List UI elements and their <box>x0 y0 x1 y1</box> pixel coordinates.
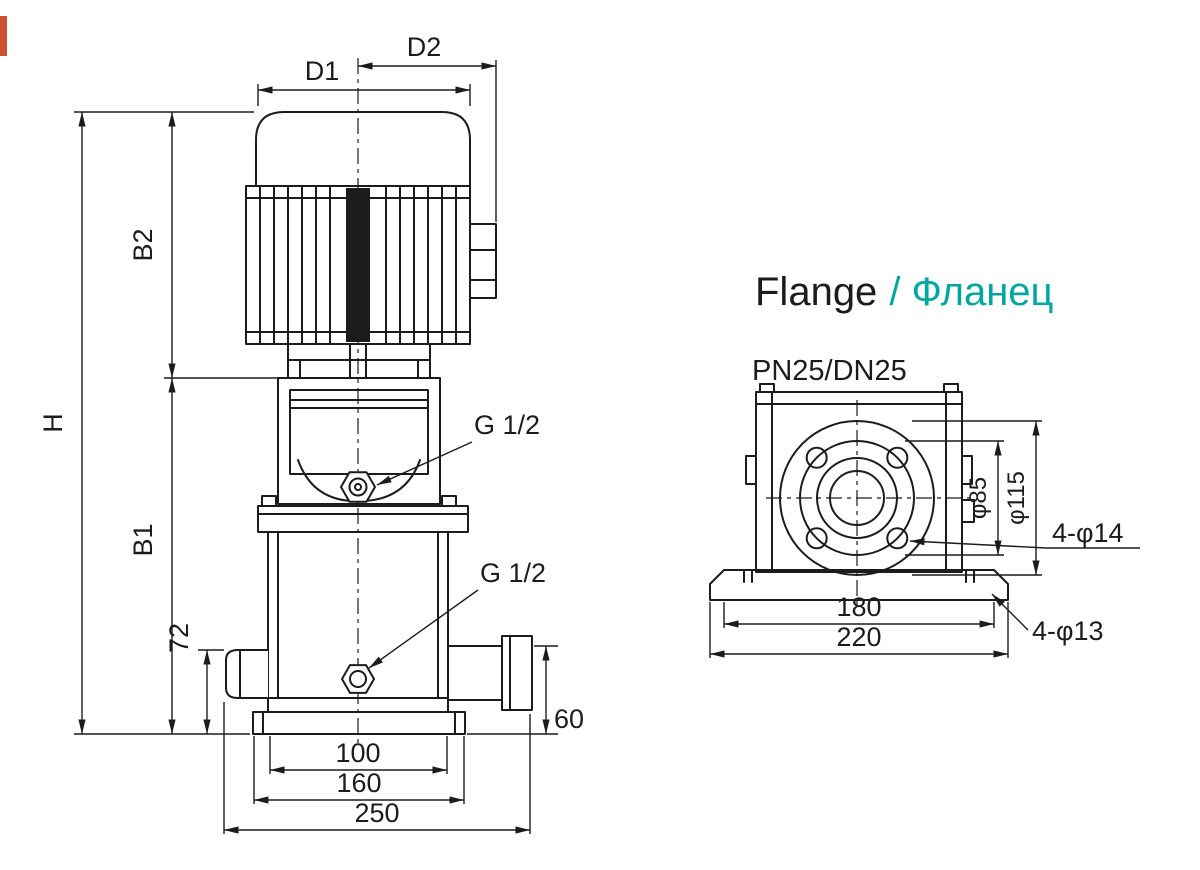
dim-4phi14-label: 4-φ14 <box>1052 518 1124 548</box>
flange-side-view: Flange / Фланец PN25/DN25 <box>709 270 1053 606</box>
bolt-holes-leader <box>909 538 1047 549</box>
flange-face <box>766 400 970 606</box>
g12-bottom-label: G 1/2 <box>480 558 546 588</box>
motor-stool <box>287 343 431 379</box>
terminal-box <box>469 223 497 299</box>
dim-phi85-label: φ85 <box>965 477 992 519</box>
dim-60-label: 60 <box>554 704 584 734</box>
bolt-hole <box>886 446 909 469</box>
dim-180-label: 180 <box>836 592 881 622</box>
pump-base <box>252 697 466 735</box>
bottom-port-hex <box>341 664 375 694</box>
dim-160-label: 160 <box>336 768 381 798</box>
dim-d1-label: D1 <box>305 56 340 86</box>
shaft-slat <box>346 188 370 342</box>
left-arc <box>297 459 353 502</box>
pump-front-view <box>225 58 533 744</box>
right-arc <box>363 459 421 502</box>
dim-72-label: 72 <box>164 623 194 653</box>
dim-220-label: 220 <box>836 622 881 652</box>
flange-view-dimensions: φ85 φ115 4-φ14 180 220 4-φ13 <box>709 420 1140 658</box>
left-edge-artifact <box>0 16 7 56</box>
dim-h-label: H <box>38 413 68 433</box>
bolt-hole <box>886 527 909 550</box>
motor-top-cap <box>255 111 471 187</box>
pump-flange-band <box>257 495 469 533</box>
top-port-hex <box>340 471 376 503</box>
flange-title-en: Flange <box>755 270 877 314</box>
motor-fin-block <box>245 185 471 345</box>
dim-b1-label: B1 <box>128 523 158 556</box>
dim-d2-label: D2 <box>407 32 442 62</box>
flange-title: Flange / Фланец <box>755 270 1053 314</box>
right-port <box>447 635 533 711</box>
dim-100-label: 100 <box>335 738 380 768</box>
flange-title-ru: / Фланец <box>889 270 1053 314</box>
g12-top-label: G 1/2 <box>474 410 540 440</box>
base-holes-leader <box>991 593 1029 631</box>
dim-b2-label: B2 <box>128 228 158 261</box>
dim-4phi13-label: 4-φ13 <box>1032 616 1104 646</box>
front-view-dimensions: D1 D2 H B2 B1 72 60 100 160 250 G 1/2 G … <box>38 32 584 834</box>
flange-standard-label: PN25/DN25 <box>752 355 907 387</box>
bolt-hole <box>805 446 828 469</box>
left-port <box>225 649 268 699</box>
flange-body <box>745 383 975 573</box>
flange-base <box>709 569 1009 601</box>
dim-250-label: 250 <box>354 798 399 828</box>
g12-top-leader <box>376 441 473 486</box>
bolt-hole <box>805 527 828 550</box>
dim-phi115-label: φ115 <box>1003 471 1030 525</box>
g12-bottom-leader <box>368 589 479 669</box>
